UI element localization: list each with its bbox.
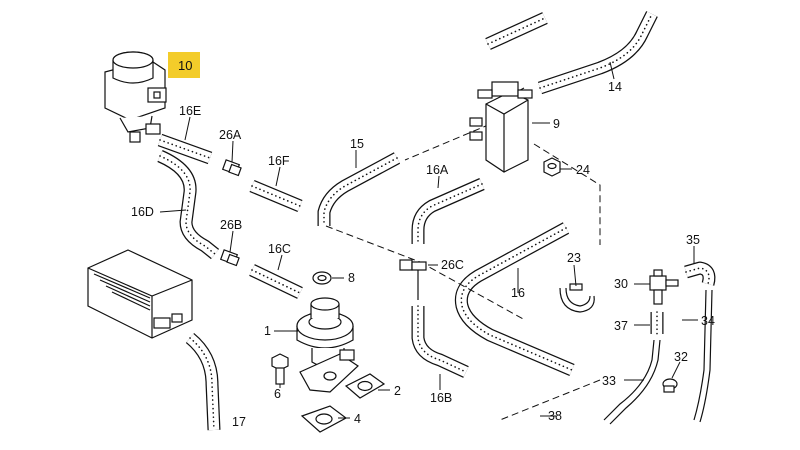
- label-26B[interactable]: 26B: [220, 218, 242, 232]
- label-16D[interactable]: 16D: [131, 205, 154, 219]
- part-8-clip: [312, 271, 332, 285]
- part-32-valve: [662, 378, 678, 393]
- label-15[interactable]: 15: [350, 137, 364, 151]
- label-16F[interactable]: 16F: [268, 154, 290, 168]
- label-2[interactable]: 2: [394, 384, 401, 398]
- label-9[interactable]: 9: [553, 117, 560, 131]
- label-16A[interactable]: 16A: [426, 163, 449, 177]
- hose-top: [485, 12, 548, 50]
- label-33[interactable]: 33: [602, 374, 616, 388]
- part-1-egr-valve: [296, 297, 359, 393]
- hose-17: [185, 332, 221, 431]
- hose-16C: [249, 264, 303, 299]
- hose-16F: [249, 180, 303, 212]
- label-32[interactable]: 32: [674, 350, 688, 364]
- part-2-gasket: [344, 373, 386, 399]
- labels: 14 9 24 16E 26A 16F 15 16A 16D 26B 16C 8…: [131, 80, 715, 429]
- label-4[interactable]: 4: [354, 412, 361, 426]
- label-14[interactable]: 14: [608, 80, 622, 94]
- hoses: [157, 11, 716, 431]
- label-30[interactable]: 30: [614, 277, 628, 291]
- part-26A-connector: [221, 159, 242, 177]
- thin-lines: [603, 289, 713, 425]
- part-23-clamp: [559, 283, 595, 313]
- label-10[interactable]: 10: [178, 58, 192, 73]
- label-8[interactable]: 8: [348, 271, 355, 285]
- label-26A[interactable]: 26A: [219, 128, 242, 142]
- part-30-tconnector: [649, 269, 679, 305]
- hose-16A: [411, 178, 485, 245]
- highlight-label-10[interactable]: 10: [168, 52, 200, 78]
- label-23[interactable]: 23: [567, 251, 581, 265]
- part-24-nut: [543, 157, 561, 177]
- label-1[interactable]: 1: [264, 324, 271, 338]
- hose-16E: [157, 133, 213, 165]
- label-6[interactable]: 6: [274, 387, 281, 401]
- label-24[interactable]: 24: [576, 163, 590, 177]
- label-26C[interactable]: 26C: [441, 258, 464, 272]
- part-26B-connector: [219, 249, 240, 267]
- hose-16: [454, 222, 575, 376]
- part-6-bolt: [271, 353, 289, 385]
- part-9-valve: [469, 81, 533, 173]
- part-4-gasket: [300, 405, 348, 433]
- label-16C[interactable]: 16C: [268, 242, 291, 256]
- label-34[interactable]: 34: [701, 314, 715, 328]
- label-35[interactable]: 35: [686, 233, 700, 247]
- part-10-valve: [104, 51, 167, 143]
- hose-14: [537, 11, 658, 95]
- hose-15: [317, 152, 401, 227]
- label-16B[interactable]: 16B: [430, 391, 452, 405]
- label-17[interactable]: 17: [232, 415, 246, 429]
- label-37[interactable]: 37: [614, 319, 628, 333]
- part-26C-connector: [399, 259, 427, 300]
- label-38[interactable]: 38: [548, 409, 562, 423]
- leader-lines: [159, 61, 698, 419]
- control-unit-box: [87, 249, 193, 339]
- highlight-box: [168, 52, 200, 78]
- hose-35: [684, 261, 716, 286]
- hose-16D: [157, 150, 220, 260]
- label-16[interactable]: 16: [511, 286, 525, 300]
- dashed-lines: [325, 87, 601, 421]
- label-16E[interactable]: 16E: [179, 104, 201, 118]
- hose-16B: [411, 305, 469, 378]
